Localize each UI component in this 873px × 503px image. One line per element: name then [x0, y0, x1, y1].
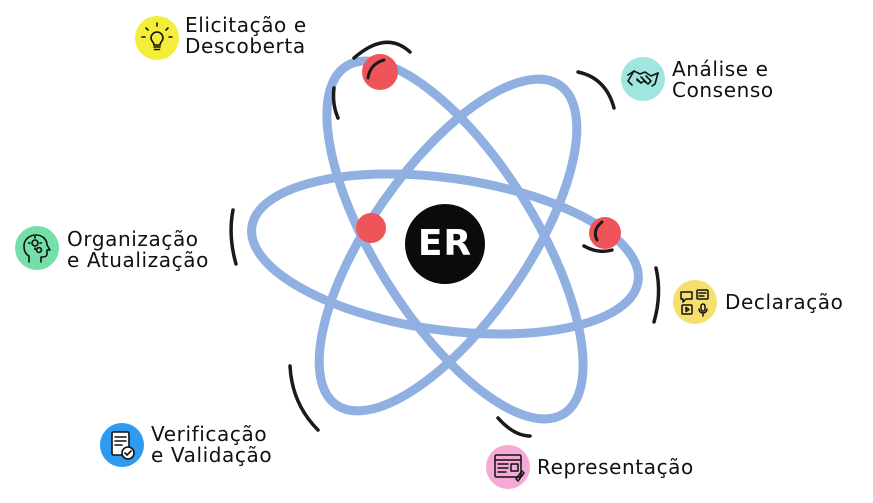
browser-window-icon — [486, 445, 530, 489]
orbit-horizontal — [247, 169, 643, 339]
electron-right-sheen — [593, 220, 604, 242]
electron-right — [589, 217, 621, 249]
checked-document-icon — [100, 423, 144, 467]
electron-top — [362, 54, 398, 90]
lightbulb-icon — [135, 16, 179, 60]
nucleus-label: ER — [417, 223, 473, 264]
electron-top-sheen — [366, 58, 386, 80]
node-label-declaracao: Declaração — [725, 290, 844, 314]
motion-strokes — [229, 40, 661, 438]
head-gears-icon — [15, 226, 59, 270]
node-label-representacao: Representação — [537, 455, 694, 479]
orbit-descending — [322, 56, 588, 424]
orbit-ascending — [314, 74, 582, 416]
electrons — [356, 54, 621, 249]
electron-left — [356, 213, 386, 243]
media-collage-icon — [673, 280, 717, 324]
nucleus — [405, 204, 485, 284]
handshake-icon — [621, 57, 665, 101]
